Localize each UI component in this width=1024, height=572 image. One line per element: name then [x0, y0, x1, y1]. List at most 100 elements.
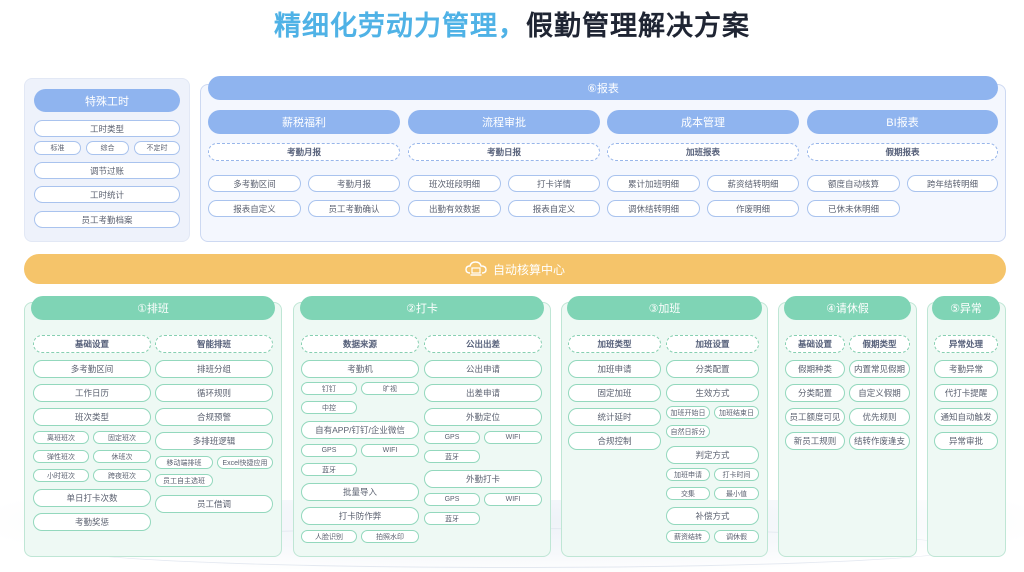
- locate-item[interactable]: 蓝牙: [424, 450, 480, 463]
- hour-type-standard[interactable]: 标准: [34, 141, 81, 155]
- logic-item[interactable]: Excel快捷应用: [217, 456, 273, 469]
- report-item[interactable]: 考勤月报: [308, 175, 400, 192]
- leave-item[interactable]: 自定义假期: [849, 384, 910, 402]
- leave-item[interactable]: 假期种类: [785, 360, 845, 378]
- leave-item[interactable]: 员工额度可见: [785, 408, 845, 426]
- app-item[interactable]: WIFI: [361, 444, 419, 457]
- scheduling-item[interactable]: 多排班逻辑: [155, 432, 273, 450]
- overtime-item[interactable]: 生效方式: [666, 384, 759, 402]
- field-item[interactable]: WIFI: [484, 493, 542, 506]
- clock-item[interactable]: 外勤定位: [424, 408, 542, 426]
- shift-type-item[interactable]: 休班次: [93, 450, 151, 463]
- clock-item[interactable]: 出差申请: [424, 384, 542, 402]
- machine-item[interactable]: 中控: [301, 401, 357, 414]
- leave-item[interactable]: 优先规则: [849, 408, 910, 426]
- locate-item[interactable]: GPS: [424, 431, 480, 444]
- shift-type-item[interactable]: 弹性班次: [33, 450, 89, 463]
- report-item[interactable]: 作废明细: [707, 200, 799, 217]
- app-item[interactable]: GPS: [301, 444, 357, 457]
- adjust-posting[interactable]: 调节过账: [34, 162, 180, 179]
- judge-item[interactable]: 交集: [666, 487, 710, 500]
- overtime-item[interactable]: 加班申请: [568, 360, 661, 378]
- clock-item[interactable]: 公出申请: [424, 360, 542, 378]
- overtime-item[interactable]: 补偿方式: [666, 507, 759, 525]
- hour-type-flexible[interactable]: 不定时: [134, 141, 180, 155]
- anti-cheat-item[interactable]: 人脸识别: [301, 530, 357, 543]
- leave-item[interactable]: 结转作废逢支: [849, 432, 910, 450]
- comp-item[interactable]: 调休假: [714, 530, 759, 543]
- logic-item[interactable]: 员工自主选班: [155, 474, 213, 487]
- report-item[interactable]: 累计加班明细: [607, 175, 700, 192]
- effect-item[interactable]: 加班结束日: [714, 406, 759, 419]
- report-item[interactable]: 报表自定义: [508, 200, 600, 217]
- shift-type-item[interactable]: 固定班次: [93, 431, 151, 444]
- overtime-item[interactable]: 统计延时: [568, 408, 661, 426]
- scheduling-item[interactable]: 排班分组: [155, 360, 273, 378]
- scheduling-item[interactable]: 员工借调: [155, 495, 273, 513]
- judge-item[interactable]: 打卡时间: [714, 468, 759, 481]
- report-item[interactable]: 额度自动核算: [807, 175, 900, 192]
- hour-type-combined[interactable]: 综合: [86, 141, 129, 155]
- clock-item[interactable]: 打卡防作弊: [301, 507, 419, 525]
- judge-item[interactable]: 加班申请: [666, 468, 710, 481]
- work-hour-type[interactable]: 工时类型: [34, 120, 180, 137]
- work-hour-stats[interactable]: 工时统计: [34, 186, 180, 203]
- employee-attendance-file[interactable]: 员工考勤档案: [34, 211, 180, 228]
- field-item[interactable]: GPS: [424, 493, 480, 506]
- overtime-type[interactable]: 加班类型: [568, 335, 661, 353]
- report-item[interactable]: 班次班段明细: [408, 175, 501, 192]
- shift-type-item[interactable]: 小时班次: [33, 469, 89, 482]
- leave-basic-settings[interactable]: 基础设置: [785, 335, 845, 353]
- judge-item[interactable]: 最小值: [714, 487, 759, 500]
- exception-item[interactable]: 考勤异常: [934, 360, 998, 378]
- logic-item[interactable]: 移动端排班: [155, 456, 213, 469]
- clock-business-trip[interactable]: 公出出差: [424, 335, 542, 353]
- effect-item[interactable]: 加班开始日: [666, 406, 710, 419]
- report-item[interactable]: 跨年结转明细: [907, 175, 998, 192]
- report-col-flow-dashed[interactable]: 考勤日报: [408, 143, 600, 161]
- scheduling-item[interactable]: 合规预警: [155, 408, 273, 426]
- leave-item[interactable]: 分类配置: [785, 384, 845, 402]
- scheduling-item[interactable]: 班次类型: [33, 408, 151, 426]
- clock-item[interactable]: 自有APP/钉钉/企业微信: [301, 421, 419, 439]
- exception-item[interactable]: 异常审批: [934, 432, 998, 450]
- scheduling-item[interactable]: 考勤奖惩: [33, 513, 151, 531]
- scheduling-smart[interactable]: 智能排班: [155, 335, 273, 353]
- clock-data-source[interactable]: 数据来源: [301, 335, 419, 353]
- scheduling-item[interactable]: 循环规则: [155, 384, 273, 402]
- leave-item[interactable]: 新员工规则: [785, 432, 845, 450]
- report-col-cost-dashed[interactable]: 加班报表: [607, 143, 799, 161]
- exception-handling[interactable]: 异常处理: [934, 335, 998, 353]
- report-item[interactable]: 调休结转明细: [607, 200, 700, 217]
- report-col-salary-dashed[interactable]: 考勤月报: [208, 143, 400, 161]
- field-item[interactable]: 蓝牙: [424, 512, 480, 525]
- scheduling-item[interactable]: 单日打卡次数: [33, 489, 151, 507]
- report-item[interactable]: 已休未休明细: [807, 200, 900, 217]
- overtime-item[interactable]: 判定方式: [666, 446, 759, 464]
- scheduling-basic-settings[interactable]: 基础设置: [33, 335, 151, 353]
- report-item[interactable]: 薪资结转明细: [707, 175, 799, 192]
- shift-type-item[interactable]: 跨夜班次: [93, 469, 151, 482]
- anti-cheat-item[interactable]: 拍照水印: [361, 530, 419, 543]
- scheduling-item[interactable]: 多考勤区间: [33, 360, 151, 378]
- overtime-item[interactable]: 分类配置: [666, 360, 759, 378]
- leave-types[interactable]: 假期类型: [849, 335, 910, 353]
- report-item[interactable]: 出勤有效数据: [408, 200, 501, 217]
- clock-item[interactable]: 外勤打卡: [424, 470, 542, 488]
- leave-item[interactable]: 内置常见假期: [849, 360, 910, 378]
- app-item[interactable]: 蓝牙: [301, 463, 357, 476]
- machine-item[interactable]: 钉钉: [301, 382, 357, 395]
- machine-item[interactable]: 旷视: [361, 382, 419, 395]
- effect-item[interactable]: 自然日拆分: [666, 425, 710, 438]
- report-item[interactable]: 报表自定义: [208, 200, 301, 217]
- shift-type-item[interactable]: 离班班次: [33, 431, 89, 444]
- report-item[interactable]: 多考勤区间: [208, 175, 301, 192]
- report-item[interactable]: 员工考勤确认: [308, 200, 400, 217]
- overtime-item[interactable]: 固定加班: [568, 384, 661, 402]
- report-item[interactable]: 打卡详情: [508, 175, 600, 192]
- clock-item[interactable]: 批量导入: [301, 483, 419, 501]
- scheduling-item[interactable]: 工作日历: [33, 384, 151, 402]
- locate-item[interactable]: WIFI: [484, 431, 542, 444]
- overtime-settings[interactable]: 加班设置: [666, 335, 759, 353]
- comp-item[interactable]: 薪资结转: [666, 530, 710, 543]
